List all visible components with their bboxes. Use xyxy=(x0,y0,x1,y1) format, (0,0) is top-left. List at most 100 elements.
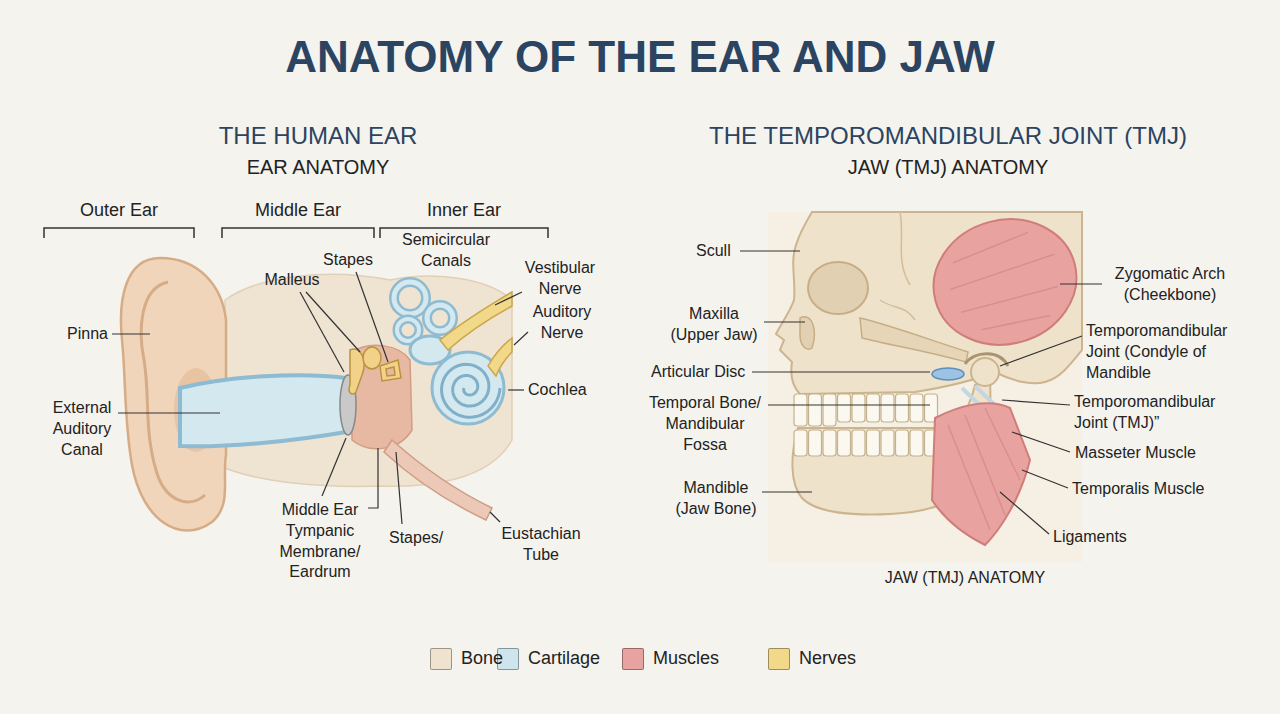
label-anchor: THE TEMPOROMANDIBULAR JOINT (TMJ) xyxy=(638,120,1258,151)
part-label: Maxilla (Upper Jaw) xyxy=(668,304,760,346)
leader-line xyxy=(1002,400,1070,405)
label-anchor: Cochlea xyxy=(528,380,608,401)
leader-line xyxy=(112,333,150,334)
title-anchor: ANATOMY OF THE EAR AND JAW xyxy=(90,32,1190,83)
part-label: Articular Disc xyxy=(651,362,761,383)
teeth xyxy=(910,430,923,456)
teeth xyxy=(852,430,865,456)
cochlea-spiral xyxy=(442,364,500,417)
part-label: Ligaments xyxy=(1053,527,1203,548)
region-label: Middle Ear xyxy=(238,199,358,222)
teeth xyxy=(910,394,923,422)
teeth xyxy=(881,394,894,422)
condyle xyxy=(971,358,999,386)
region-bracket xyxy=(222,228,374,238)
part-label: Temporal Bone/ Mandibular Fossa xyxy=(646,393,764,455)
leader-line xyxy=(396,452,402,524)
label-anchor: Semicircular Canals xyxy=(396,230,496,272)
teeth xyxy=(896,394,909,422)
malleus xyxy=(349,349,364,394)
label-anchor: Temporal Bone/ Mandibular Fossa xyxy=(646,393,764,455)
label-anchor: Maxilla (Upper Jaw) xyxy=(668,304,760,346)
legend-swatch xyxy=(622,648,644,670)
part-label: Eustachian Tube xyxy=(496,524,586,566)
legend-item: Cartilage xyxy=(497,647,600,670)
label-anchor: Auditory Nerve xyxy=(517,302,607,344)
orbit xyxy=(808,262,868,314)
part-label: Semicircular Canals xyxy=(396,230,496,272)
masseter-fibres xyxy=(948,408,1020,530)
label-anchor: Stapes xyxy=(313,250,383,271)
region-bracket xyxy=(44,228,194,238)
incus xyxy=(363,347,381,369)
masseter-shape xyxy=(932,403,1030,545)
label-anchor: Temporomandibular Joint (TMJ)” xyxy=(1074,392,1244,434)
label-anchor: Scull xyxy=(696,241,756,262)
teeth xyxy=(881,430,894,456)
leader-line xyxy=(514,332,528,345)
section-subheading: JAW (TMJ) ANATOMY xyxy=(798,154,1098,180)
label-anchor: Eustachian Tube xyxy=(496,524,586,566)
label-anchor: Pinna xyxy=(48,324,108,345)
skull-suture xyxy=(880,212,915,320)
semicircular-canals xyxy=(394,282,426,314)
part-label: Zygomatic Arch (Cheekbone) xyxy=(1105,264,1235,306)
legend-item: Bone xyxy=(430,647,503,670)
jaw-illustration xyxy=(768,203,1091,562)
leader-line xyxy=(300,292,344,372)
label-anchor: Middle Ear Tympanic Membrane/ Eardrum xyxy=(274,500,366,583)
articular-disc xyxy=(932,368,964,380)
leader-line xyxy=(112,251,1102,534)
label-anchor: Stapes/ xyxy=(389,528,459,549)
label-anchor: Masseter Muscle xyxy=(1075,443,1245,464)
leader-line xyxy=(118,412,220,413)
mandibular-fossa xyxy=(965,354,1008,366)
teeth xyxy=(896,430,909,456)
part-label: Cochlea xyxy=(528,380,608,401)
leader-line xyxy=(322,438,346,496)
teeth xyxy=(852,394,865,422)
diagram-title: ANATOMY OF THE EAR AND JAW xyxy=(90,32,1190,83)
legend-label: Bone xyxy=(461,647,503,670)
part-label: Temporalis Muscle xyxy=(1072,479,1242,500)
legend-item: Nerves xyxy=(768,647,856,670)
label-anchor: EAR ANATOMY xyxy=(168,154,468,180)
figure-caption: JAW (TMJ) ANATOMY xyxy=(855,568,1075,589)
label-anchor: Temporomandibular Joint (Condyle of Mand… xyxy=(1086,321,1256,383)
part-label: Malleus xyxy=(252,270,332,291)
leader-line xyxy=(495,292,522,305)
leader-line xyxy=(1000,492,1049,534)
legend-label: Muscles xyxy=(653,647,719,670)
teeth xyxy=(809,394,822,426)
semicircular-canals xyxy=(394,282,426,314)
legend-label: Nerves xyxy=(799,647,856,670)
label-anchor: JAW (TMJ) ANATOMY xyxy=(798,154,1098,180)
leader-line xyxy=(1012,432,1070,452)
part-label: Stapes/ xyxy=(389,528,459,549)
semicircular-canals xyxy=(427,305,453,331)
leader-line xyxy=(752,371,930,372)
teeth xyxy=(838,430,851,456)
teeth xyxy=(823,430,836,456)
semicircular-canals xyxy=(397,319,419,341)
teeth xyxy=(867,394,880,422)
teeth xyxy=(809,430,822,456)
label-anchor: Middle Ear xyxy=(238,199,358,222)
temporal-muscle xyxy=(941,227,1070,339)
leader-line xyxy=(1022,470,1068,488)
ear-canal xyxy=(180,375,346,446)
label-anchor: Articular Disc xyxy=(651,362,761,383)
label-anchor: External Auditory Canal xyxy=(46,398,118,460)
label-anchor: Inner Ear xyxy=(404,199,524,222)
semicircular-canals xyxy=(427,305,453,331)
semicircular-canals xyxy=(394,282,453,341)
label-anchor: JAW (TMJ) ANATOMY xyxy=(855,568,1075,589)
temporal-muscle xyxy=(919,203,1090,360)
leader-line xyxy=(740,250,800,251)
part-label: Temporomandibular Joint (TMJ)” xyxy=(1074,392,1244,434)
teeth xyxy=(794,394,938,456)
teeth xyxy=(838,394,851,422)
leader-line xyxy=(356,272,388,362)
